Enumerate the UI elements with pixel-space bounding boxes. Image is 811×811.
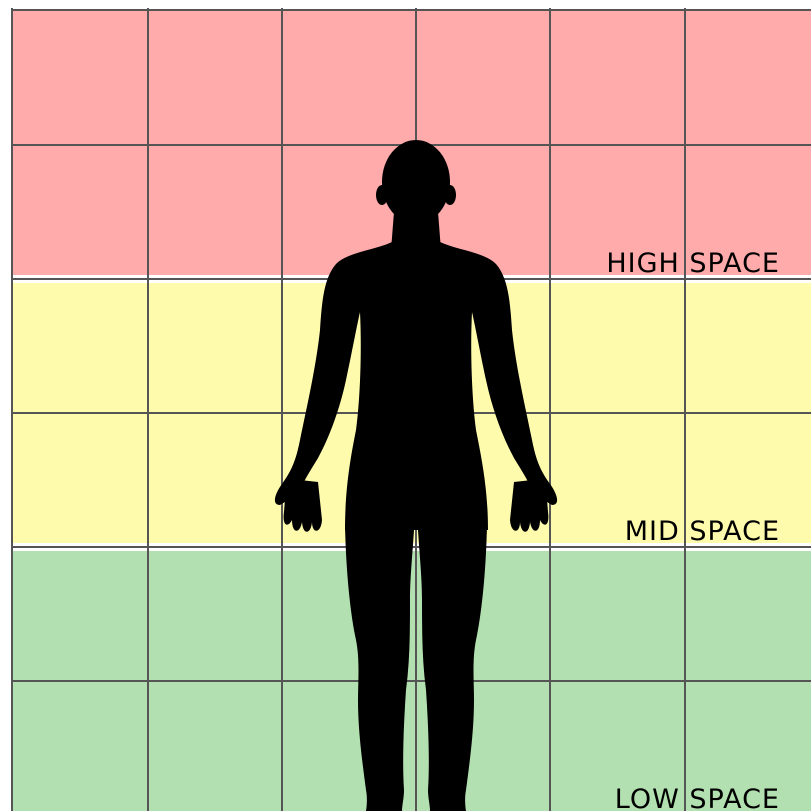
high-space-label: HIGH SPACE — [606, 248, 780, 279]
low-space-label: LOW SPACE — [615, 784, 780, 811]
mid-space-label: MID SPACE — [625, 516, 780, 547]
figure-ear-right — [444, 185, 456, 205]
figure-ear-left — [376, 185, 388, 205]
figure-head — [382, 140, 450, 224]
